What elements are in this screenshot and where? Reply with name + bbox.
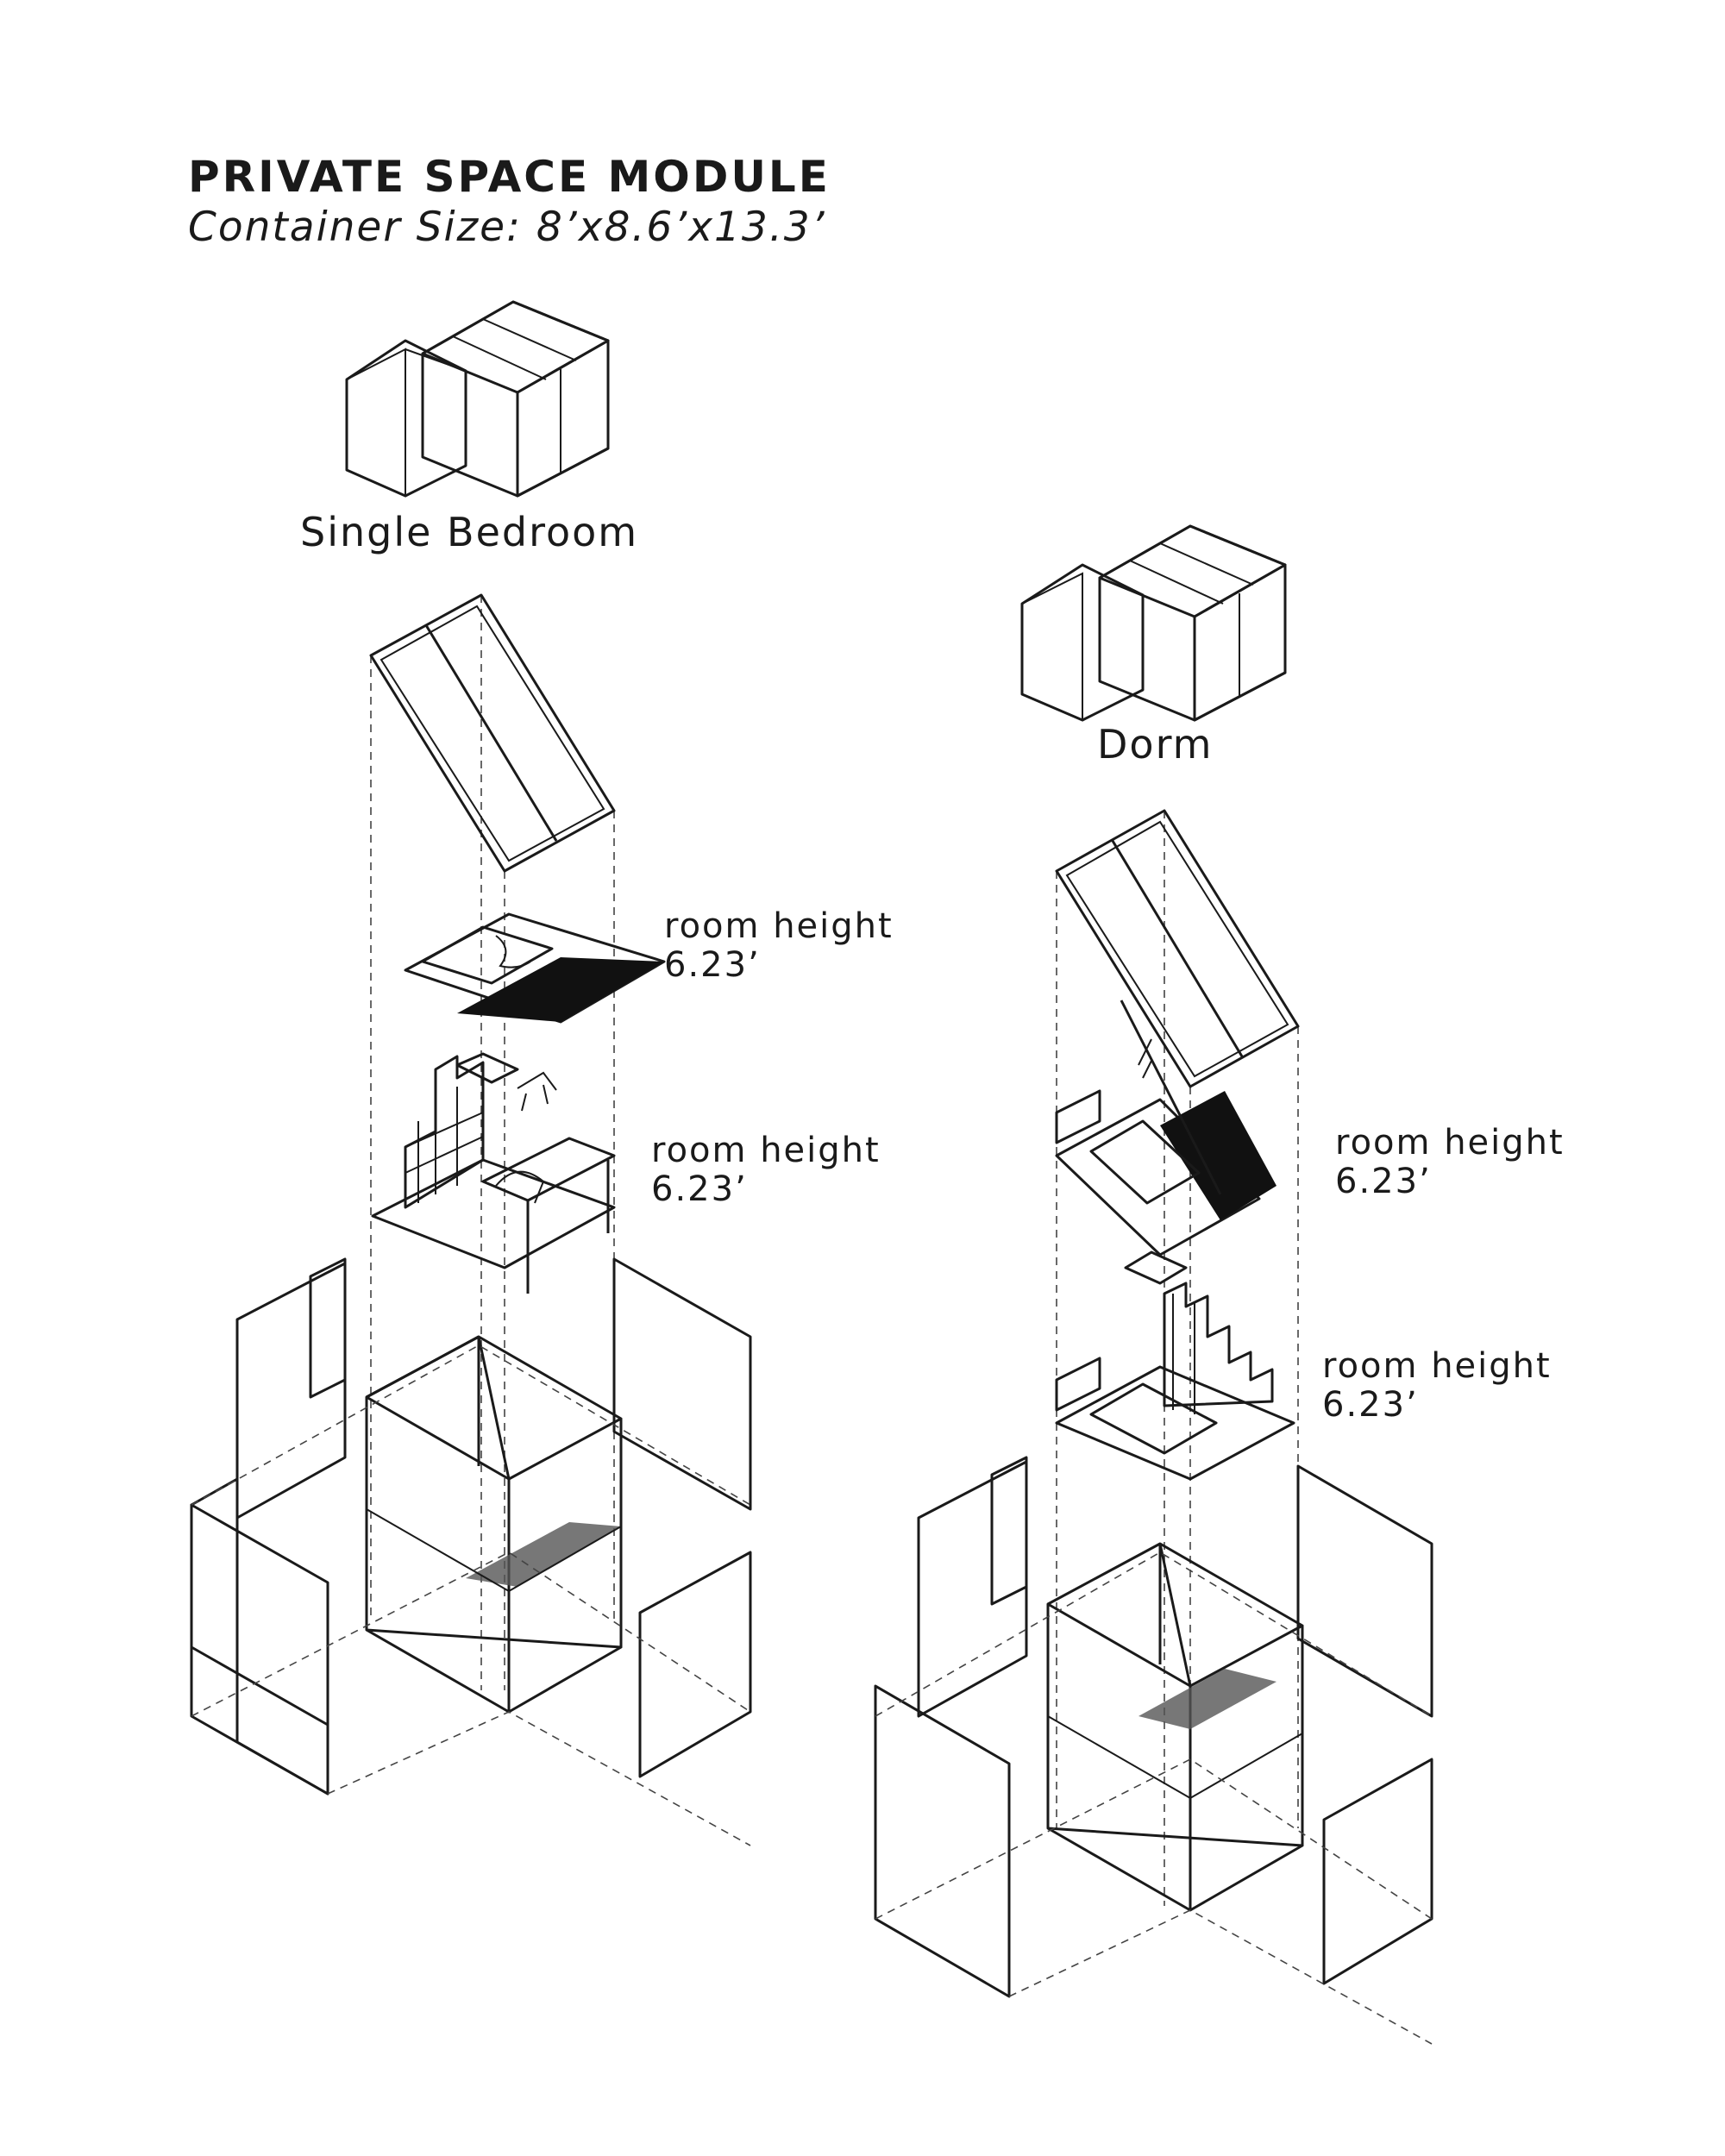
level-label-text: room height <box>651 1131 881 1170</box>
level-label-text: room height <box>664 906 894 946</box>
level-height-value: 6.23’ <box>1335 1161 1432 1201</box>
single-bedroom-exploded-view <box>190 593 752 1846</box>
level-height-value: 6.23’ <box>651 1169 748 1209</box>
level-label-text: room height <box>1335 1123 1565 1163</box>
dorm-exploded-view <box>874 809 1433 2045</box>
single-bedroom-caption: Single Bedroom <box>300 509 639 555</box>
single-bedroom-thumbnail <box>345 300 610 498</box>
dorm-caption: Dorm <box>1097 721 1214 768</box>
level-label-text: room height <box>1322 1346 1552 1386</box>
single-bedroom-level-1-label: room height 6.23’ <box>664 907 894 985</box>
dorm-level-2-label: room height 6.23’ <box>1322 1347 1552 1425</box>
single-bedroom-level-2-label: room height 6.23’ <box>651 1131 881 1209</box>
dorm-thumbnail <box>1020 524 1287 722</box>
dorm-level-1-label: room height 6.23’ <box>1335 1124 1565 1201</box>
page-title: PRIVATE SPACE MODULE <box>188 152 831 202</box>
level-height-value: 6.23’ <box>1322 1384 1419 1425</box>
page-subtitle: Container Size: 8’x8.6’x13.3’ <box>188 204 826 251</box>
level-height-value: 6.23’ <box>664 944 761 985</box>
